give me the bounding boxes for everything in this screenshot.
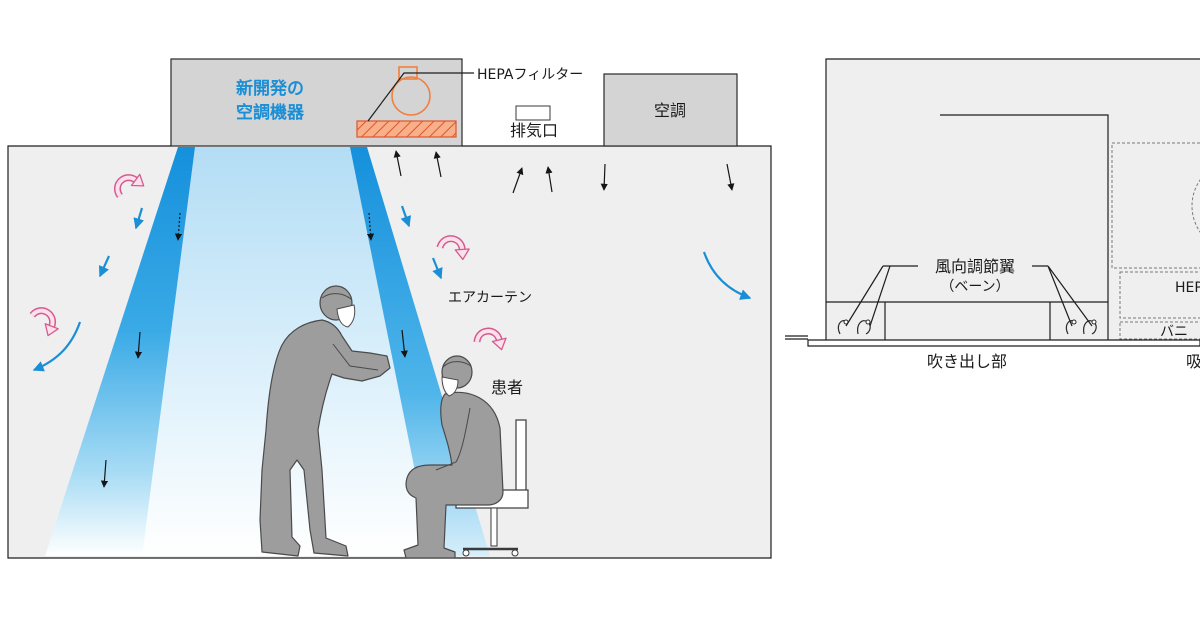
hidden-chamber-dashed xyxy=(1111,142,1200,269)
swirl-arrow-icon xyxy=(473,327,507,351)
airflow-arrow xyxy=(174,212,183,241)
blue-arrow xyxy=(400,205,412,228)
airflow-arrow xyxy=(433,151,442,178)
doctor-body xyxy=(259,319,391,557)
unit-detail-fill xyxy=(826,59,1200,346)
panel-dashed-label: バニ xyxy=(1160,324,1188,340)
new-ac-unit-label-line-1: 新開発の xyxy=(236,78,304,99)
hepa-dashed-box xyxy=(1119,271,1200,319)
new-ac-unit-label-line-2: 空調機器 xyxy=(236,102,305,123)
unit-detail-section: HEPA バニ 風向調節翼 （ベーン） 吹き出し部 xyxy=(785,58,1200,371)
blue-arrow xyxy=(431,257,443,280)
air-curtain-left-band xyxy=(45,147,195,556)
room-cross-section xyxy=(7,145,772,559)
patient-arm-line xyxy=(435,407,471,471)
outlet-strip xyxy=(825,301,1109,340)
blue-arrow xyxy=(133,207,145,230)
hepa-dashed-label: HEPA xyxy=(1175,280,1200,296)
hepa-filter xyxy=(356,120,457,138)
swirl-arrow-icon xyxy=(29,307,59,337)
airflow-arrow xyxy=(366,212,375,241)
swirl-arrow-icon xyxy=(436,235,470,261)
exhaust-vent-label: 排気口 xyxy=(510,121,558,140)
vane-label: 風向調節翼 xyxy=(935,257,1015,276)
airflow-arrow xyxy=(100,459,109,488)
hepa-filter-leader-line xyxy=(367,72,474,122)
existing-ac-unit-label: 空調 xyxy=(654,101,686,120)
exhaust-vent: 排気口 xyxy=(510,105,558,140)
vane-leader-lines xyxy=(845,265,1093,327)
chair-wheel xyxy=(511,549,519,557)
airflow-arrow xyxy=(400,329,408,358)
patient-figure xyxy=(403,355,504,559)
hepa-filter-label: HEPAフィルター xyxy=(477,67,583,83)
airflow-arrow xyxy=(512,167,524,194)
outlet-label: 吹き出し部 xyxy=(927,352,1007,371)
swirl-arrow-icon xyxy=(114,173,145,198)
doctor-cap-line xyxy=(321,293,352,300)
exhaust-vent-box xyxy=(515,105,551,121)
patient-label: 患者 xyxy=(491,378,523,397)
chair-wheel xyxy=(462,549,470,557)
blue-curved-arrow-left xyxy=(32,321,82,372)
turbulence-swirl-arrows xyxy=(29,173,507,351)
patient-body xyxy=(403,391,504,559)
airflow-arrow xyxy=(545,166,553,193)
base-plate xyxy=(807,339,1200,347)
existing-ac-unit-body xyxy=(603,73,738,147)
intake-label-partial: 吸 xyxy=(1186,352,1200,371)
airflow-arrow xyxy=(600,163,608,191)
blue-curved-arrow-right xyxy=(702,251,752,300)
base-step xyxy=(785,335,808,340)
new-ac-unit: 新開発の 空調機器 xyxy=(170,58,474,147)
air-curtain-label: エアカーテン xyxy=(448,290,532,306)
panel-dashed-box xyxy=(1119,321,1200,340)
airflow-arrows-blue xyxy=(32,205,752,372)
existing-ac-unit: 空調 xyxy=(603,73,738,147)
patient-cap-line xyxy=(442,361,472,368)
doctor-mask xyxy=(336,304,356,328)
airflow-arrows-black xyxy=(100,150,735,488)
chair-post xyxy=(490,507,498,547)
vane-icon-right xyxy=(1065,319,1097,335)
airflow-arrow xyxy=(393,150,402,177)
doctor-arm-line xyxy=(332,343,379,371)
vane-sublabel: （ベーン） xyxy=(940,279,1009,295)
inner-duct-line xyxy=(940,114,1109,302)
unit-detail-outline xyxy=(825,58,1200,302)
airflow-arrow xyxy=(726,163,735,191)
airflow-arrow xyxy=(134,331,143,359)
doctor-figure xyxy=(259,285,391,557)
blue-arrow xyxy=(98,255,111,278)
patient-mask xyxy=(441,376,459,397)
